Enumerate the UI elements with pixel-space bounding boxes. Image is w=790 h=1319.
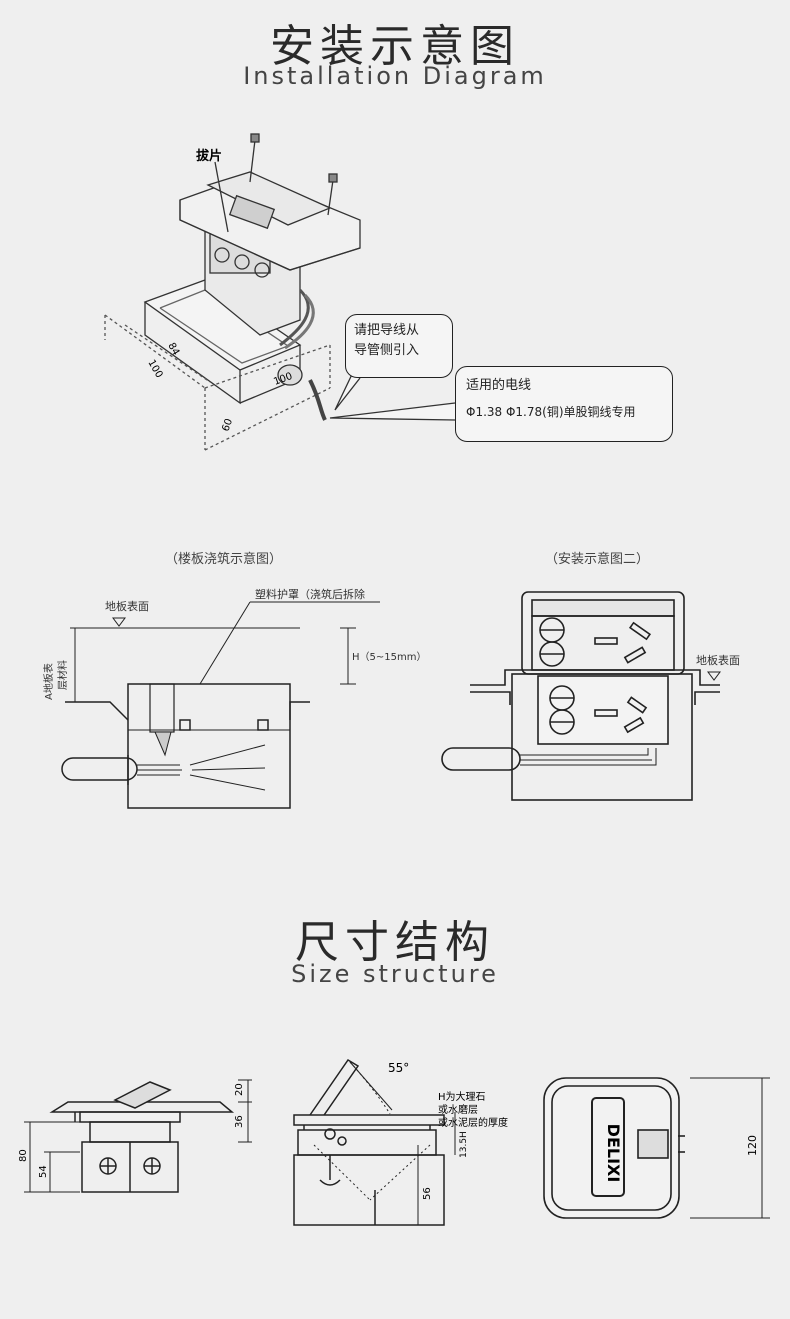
a-layer-label-1: A地板表 — [42, 663, 55, 700]
dim-120-label: 120 — [746, 1135, 759, 1156]
note-line2: 或水磨层 — [438, 1104, 478, 1116]
a-layer-label-2: 层材料 — [56, 660, 69, 690]
section3-title-en: Size structure — [291, 960, 499, 988]
caption-pouring: （楼板浇筑示意图） — [165, 552, 283, 567]
dim-13-5h-label: 13.5H — [459, 1131, 469, 1158]
wire-entry-bubble: 请把导线从 导管侧引入 — [345, 314, 453, 378]
angle-55-label: 55° — [388, 1061, 409, 1075]
install-diagram-2: 地板表面 — [441, 591, 740, 801]
dim-56-label: 56 — [422, 1187, 433, 1200]
open-lid-drawing: 55° H为大理石 或水磨层 或水泥层的厚度 13.5H 56 — [293, 1058, 508, 1226]
bubble1-line1: 请把导线从 — [354, 323, 420, 338]
plastic-cover-label: 塑料护罩（浇筑后拆除 — [255, 587, 365, 601]
floor-surface-right-label: 地板表面 — [696, 653, 740, 667]
wire-spec-bubble: 适用的电线 Φ1.38 Φ1.78(铜)单股铜线专用 — [455, 366, 673, 442]
brand-logo: DELIXI — [604, 1124, 623, 1183]
note-line3: 或水泥层的厚度 — [438, 1116, 508, 1129]
dim-80-label: 80 — [18, 1149, 29, 1162]
installation-iso-drawing: 100 84 100 60 拔片 — [104, 133, 456, 451]
dim-84-label: 84 — [165, 341, 181, 358]
side-view-drawing: 20 36 80 54 — [18, 1079, 252, 1193]
pouring-diagram: 地板表面 塑料护罩（浇筑后拆除 H（5~15mm） A地板表 层材料 — [42, 587, 426, 809]
note-line1: H为大理石 — [438, 1090, 486, 1103]
section1-title-cn: 安装示意图 — [270, 21, 520, 72]
bubble2-line1: 适用的电线 — [466, 378, 532, 393]
dim-100a-label: 100 — [145, 358, 164, 380]
top-view-drawing: DELIXI 120 — [543, 1077, 770, 1219]
caption-install-2: （安装示意图二） — [545, 552, 650, 567]
bubble2-line2: Φ1.38 Φ1.78(铜)单股铜线专用 — [466, 405, 636, 419]
dim-20-label: 20 — [234, 1083, 245, 1096]
section3-title-cn: 尺寸结构 — [295, 917, 495, 968]
pull-tab-label: 拔片 — [196, 148, 222, 164]
bubble1-line2: 导管侧引入 — [354, 343, 420, 358]
floor-surface-label: 地板表面 — [105, 599, 149, 613]
dim-36-label: 36 — [234, 1115, 245, 1128]
section1-title-en: Installation Diagram — [243, 62, 547, 90]
dim-60-label: 60 — [220, 417, 235, 433]
h-dim-label: H（5~15mm） — [352, 651, 426, 663]
dim-54-label: 54 — [38, 1165, 49, 1178]
